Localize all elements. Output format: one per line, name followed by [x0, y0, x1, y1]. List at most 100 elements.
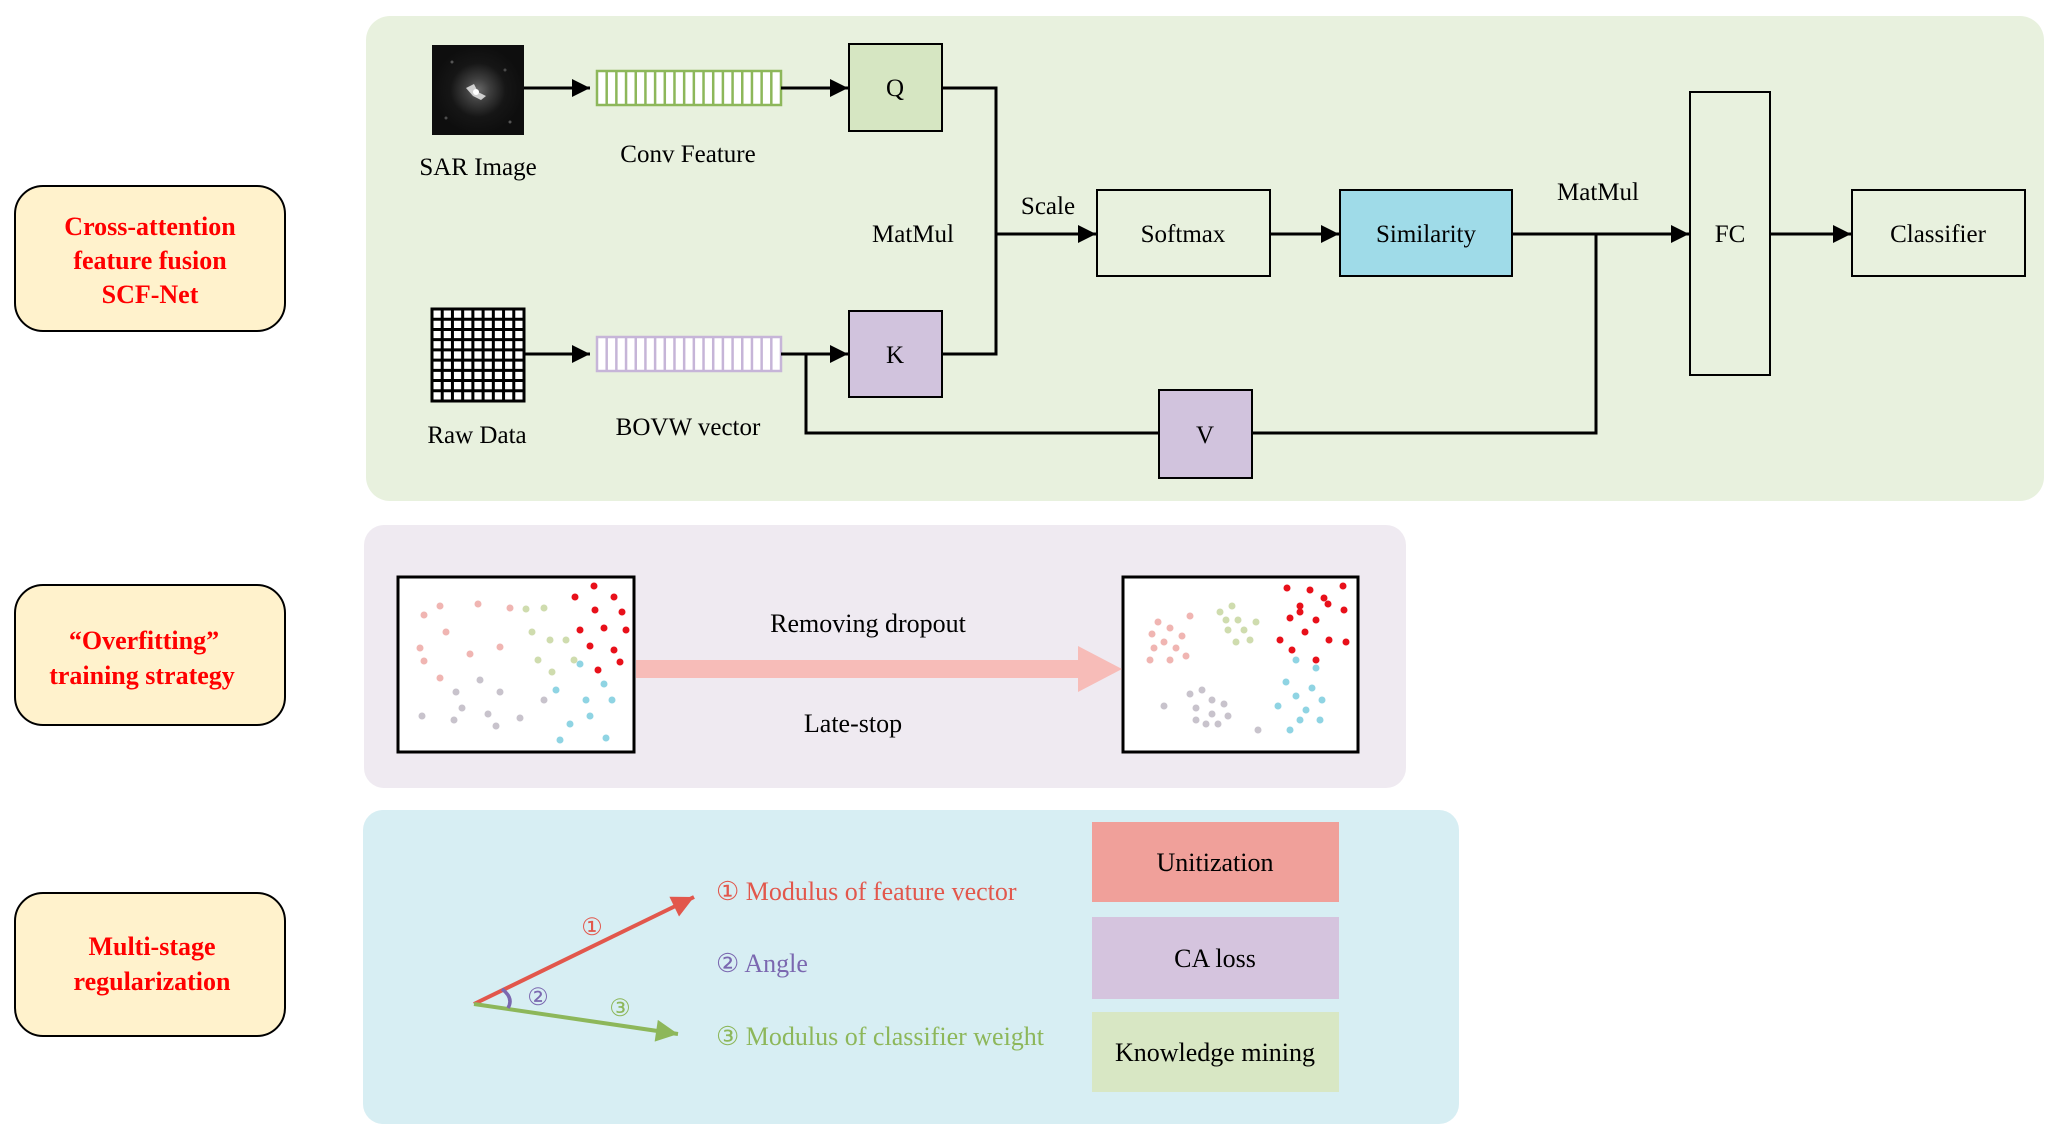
scatter-dot: [608, 696, 616, 704]
scatter-dot: [1286, 614, 1294, 622]
knowledge-mining-label: Knowledge mining: [1115, 1038, 1315, 1067]
ca-loss-box: CA loss: [1092, 917, 1339, 999]
scatter-dot: [616, 658, 624, 666]
scatter-dot: [436, 674, 444, 682]
k-label: K: [886, 342, 904, 369]
scatter-dot: [1306, 586, 1314, 594]
scatter-dot: [1282, 678, 1290, 686]
scatter-dot: [528, 628, 536, 636]
scatter-dot: [1172, 644, 1180, 652]
scatter-dot: [1296, 602, 1304, 610]
scatter-dot: [594, 666, 602, 674]
scatter-dot: [1324, 600, 1332, 608]
scatter-dot: [1166, 656, 1174, 664]
scatter-dot: [582, 696, 590, 704]
vector-diagram: ① ② ③: [473, 895, 695, 1042]
q-box: Q: [848, 43, 943, 132]
scatter-dot: [1320, 594, 1328, 602]
scatter-dot: [506, 604, 514, 612]
scatter-dot: [1224, 626, 1232, 634]
scatter-dot: [1234, 616, 1242, 624]
k-box: K: [848, 310, 943, 398]
scatter-dot: [540, 604, 548, 612]
scatter-dot: [1216, 608, 1224, 616]
mark-2: ②: [527, 985, 549, 1011]
scatter-dot: [1302, 706, 1310, 714]
scatter-dot: [516, 714, 524, 722]
scatter-dot: [586, 712, 594, 720]
classifier-box: Classifier: [1851, 189, 2026, 277]
scatter-dot: [1232, 638, 1240, 646]
scatter-dot: [1339, 582, 1347, 590]
sar-image-label: SAR Image: [419, 154, 536, 181]
v-label: V: [1196, 422, 1214, 449]
scatter-dot: [1342, 638, 1350, 646]
conv-feature-label: Conv Feature: [620, 141, 755, 168]
scatter-dot: [1296, 716, 1304, 724]
scatter-dot: [1252, 618, 1260, 626]
scatter-dot: [1308, 684, 1316, 692]
scatter-dot: [476, 676, 484, 684]
scatter-dot: [618, 608, 626, 616]
scatter-dot: [1224, 712, 1232, 720]
raw-grid-frame: [430, 307, 526, 403]
scatter-dot: [1154, 618, 1162, 626]
label-overfitting-line1: “Overfitting”: [69, 626, 219, 655]
pink-arrow: [636, 646, 1122, 692]
scatter-dot: [450, 716, 458, 724]
scatter-dot: [590, 582, 598, 590]
scale-label: Scale: [1021, 193, 1075, 220]
scatter-dot: [1214, 720, 1222, 728]
mark-1: ①: [581, 915, 603, 941]
fc-label: FC: [1715, 221, 1746, 248]
scatter-dot: [420, 611, 428, 619]
scatter-dot: [496, 688, 504, 696]
scatter-dot: [576, 626, 584, 634]
scatter-dot: [492, 722, 500, 730]
scatter-dot: [546, 636, 554, 644]
scatter-dot: [600, 624, 608, 632]
scatter-dot: [1160, 638, 1168, 646]
scatter-dot: [1288, 646, 1296, 654]
scatter-dot: [1186, 690, 1194, 698]
conv-feature-vector: [595, 69, 783, 107]
mark-3: ③: [609, 996, 631, 1022]
label-cross-attention: Cross-attention feature fusion SCF-Net: [14, 185, 286, 332]
scatter-dot: [622, 626, 630, 634]
scatter-dot: [522, 605, 530, 613]
scatter-dot: [416, 644, 424, 652]
scatter-dot: [591, 606, 599, 614]
raw-data-label: Raw Data: [427, 422, 526, 449]
scatter-dot: [484, 710, 492, 718]
scatter-dot: [1228, 602, 1236, 610]
scatter-dot: [458, 704, 466, 712]
scatter-dot: [570, 656, 578, 664]
vector-frame: [595, 335, 783, 373]
scatter-dot: [442, 628, 450, 636]
scatter-dot: [540, 696, 548, 704]
item-feature-modulus: ① Modulus of feature vector: [716, 877, 1017, 906]
scatter-dot: [1208, 710, 1216, 718]
scatter-dot: [1312, 664, 1320, 672]
scatter-dot: [1150, 644, 1158, 652]
raw-data-grid: [430, 307, 526, 403]
scatter-dot: [1160, 702, 1168, 710]
scatter-dot: [600, 680, 608, 688]
scatter-dot: [1254, 726, 1262, 734]
scatter-dot: [1246, 636, 1254, 644]
scatter-dot: [571, 593, 579, 601]
classifier-label: Classifier: [1890, 221, 1986, 248]
label-cross-attention-line2: feature fusion: [73, 246, 227, 275]
item-weight-modulus: ③ Modulus of classifier weight: [716, 1022, 1045, 1051]
matmul-right-label: MatMul: [1557, 179, 1639, 206]
sar-image-thumbnail: [432, 45, 524, 135]
scatter-dot: [534, 656, 542, 664]
angle-arc: [500, 987, 512, 1009]
softmax-box: Softmax: [1096, 189, 1271, 277]
q-label: Q: [886, 75, 904, 102]
scatter-dot: [610, 593, 618, 601]
scatter-dot: [1148, 630, 1156, 638]
scatter-dot: [418, 712, 426, 720]
ca-loss-label: CA loss: [1174, 944, 1256, 973]
